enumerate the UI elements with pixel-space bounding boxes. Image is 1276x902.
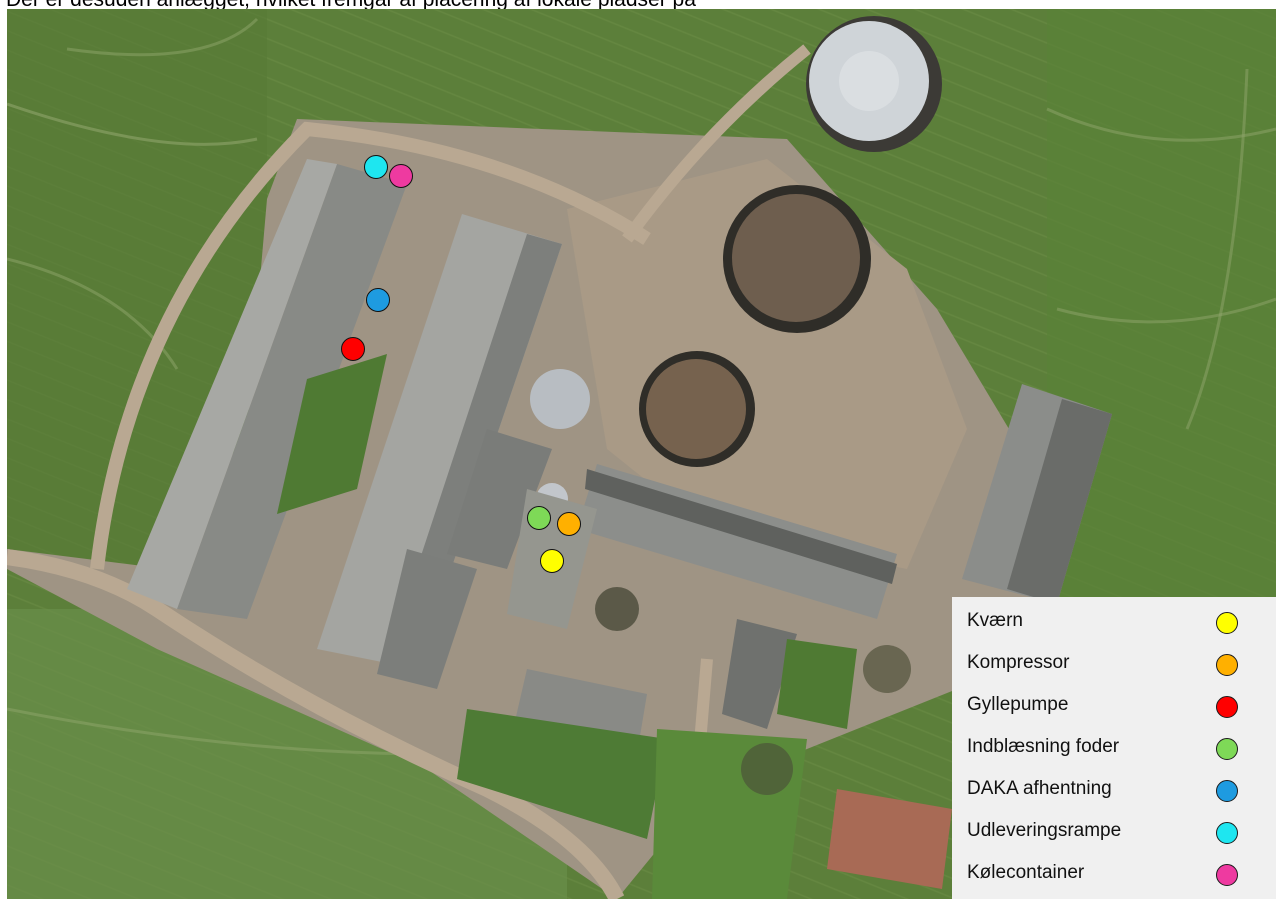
red-circle-icon bbox=[1216, 696, 1238, 718]
legend-item-kvaern: Kværn bbox=[952, 610, 1276, 650]
legend-item-daka-afhentning: DAKA afhentning bbox=[952, 778, 1276, 818]
marker-kvaern bbox=[540, 549, 564, 573]
marker-kompressor bbox=[557, 512, 581, 536]
marker-koelecontainer bbox=[389, 164, 413, 188]
legend-label: Indblæsning foder bbox=[967, 736, 1120, 757]
legend-label: Udleveringsrampe bbox=[967, 820, 1122, 841]
legend-item-koelecontainer: Kølecontainer bbox=[952, 862, 1276, 902]
legend-label: Kværn bbox=[967, 610, 1023, 631]
marker-indblaesning-foder bbox=[527, 506, 551, 530]
legend-label: Gyllepumpe bbox=[967, 694, 1069, 715]
marker-daka-afhentning bbox=[366, 288, 390, 312]
map-legend: Kværn Kompressor Gyllepumpe Indblæsning … bbox=[952, 597, 1276, 899]
legend-label: DAKA afhentning bbox=[967, 778, 1112, 799]
blue-circle-icon bbox=[1216, 780, 1238, 802]
legend-item-indblaesning-foder: Indblæsning foder bbox=[952, 736, 1276, 776]
orange-circle-icon bbox=[1216, 654, 1238, 676]
aerial-map bbox=[7, 9, 1276, 899]
marker-gyllepumpe bbox=[341, 337, 365, 361]
legend-label: Kompressor bbox=[967, 652, 1070, 673]
magenta-circle-icon bbox=[1216, 864, 1238, 886]
legend-item-udleveringsrampe: Udleveringsrampe bbox=[952, 820, 1276, 860]
legend-label: Kølecontainer bbox=[967, 862, 1085, 883]
legend-item-kompressor: Kompressor bbox=[952, 652, 1276, 692]
aerial-photo bbox=[7, 9, 1276, 899]
caption-text: Der er desuden anlægget, hvilket fremgår… bbox=[6, 0, 696, 12]
cyan-circle-icon bbox=[1216, 822, 1238, 844]
yellow-circle-icon bbox=[1216, 612, 1238, 634]
marker-udleveringsrampe bbox=[364, 155, 388, 179]
legend-item-gyllepumpe: Gyllepumpe bbox=[952, 694, 1276, 734]
green-circle-icon bbox=[1216, 738, 1238, 760]
